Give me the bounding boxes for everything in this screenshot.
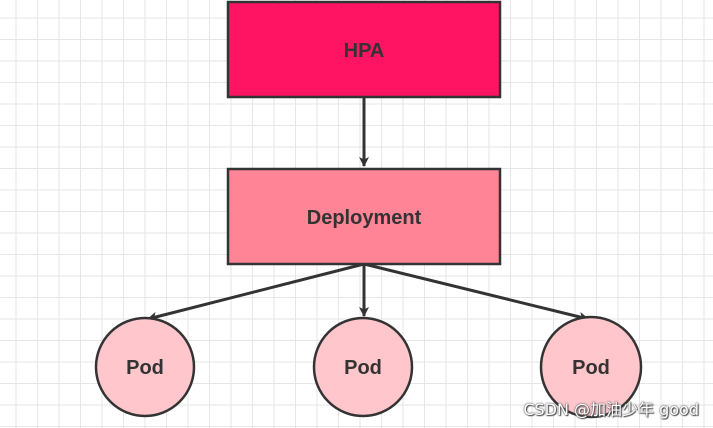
- edge-deployment-to-pod-3: [363, 262, 589, 322]
- pod-node-1[interactable]: Pod: [94, 316, 196, 418]
- pod-circle-3: [539, 315, 643, 419]
- pod-circle-2: [312, 316, 414, 418]
- csdn-watermark: CSDN @加油少年 good: [523, 400, 699, 419]
- deployment-node[interactable]: Deployment: [226, 167, 502, 266]
- deployment-label: Deployment: [307, 207, 422, 229]
- hpa-label: HPA: [344, 40, 385, 62]
- pod-label-3: Pod: [572, 357, 610, 379]
- hpa-node[interactable]: HPA: [226, 0, 502, 99]
- deployment-box: [226, 167, 502, 266]
- pod-circle-1: [94, 316, 196, 418]
- hpa-box: [226, 0, 502, 99]
- pod-node-2[interactable]: Pod: [312, 316, 414, 418]
- pod-label-1: Pod: [126, 357, 164, 379]
- edge-deployment-to-pod-1: [147, 262, 365, 322]
- pod-label-2: Pod: [344, 357, 382, 379]
- pod-node-3[interactable]: Pod: [539, 315, 643, 419]
